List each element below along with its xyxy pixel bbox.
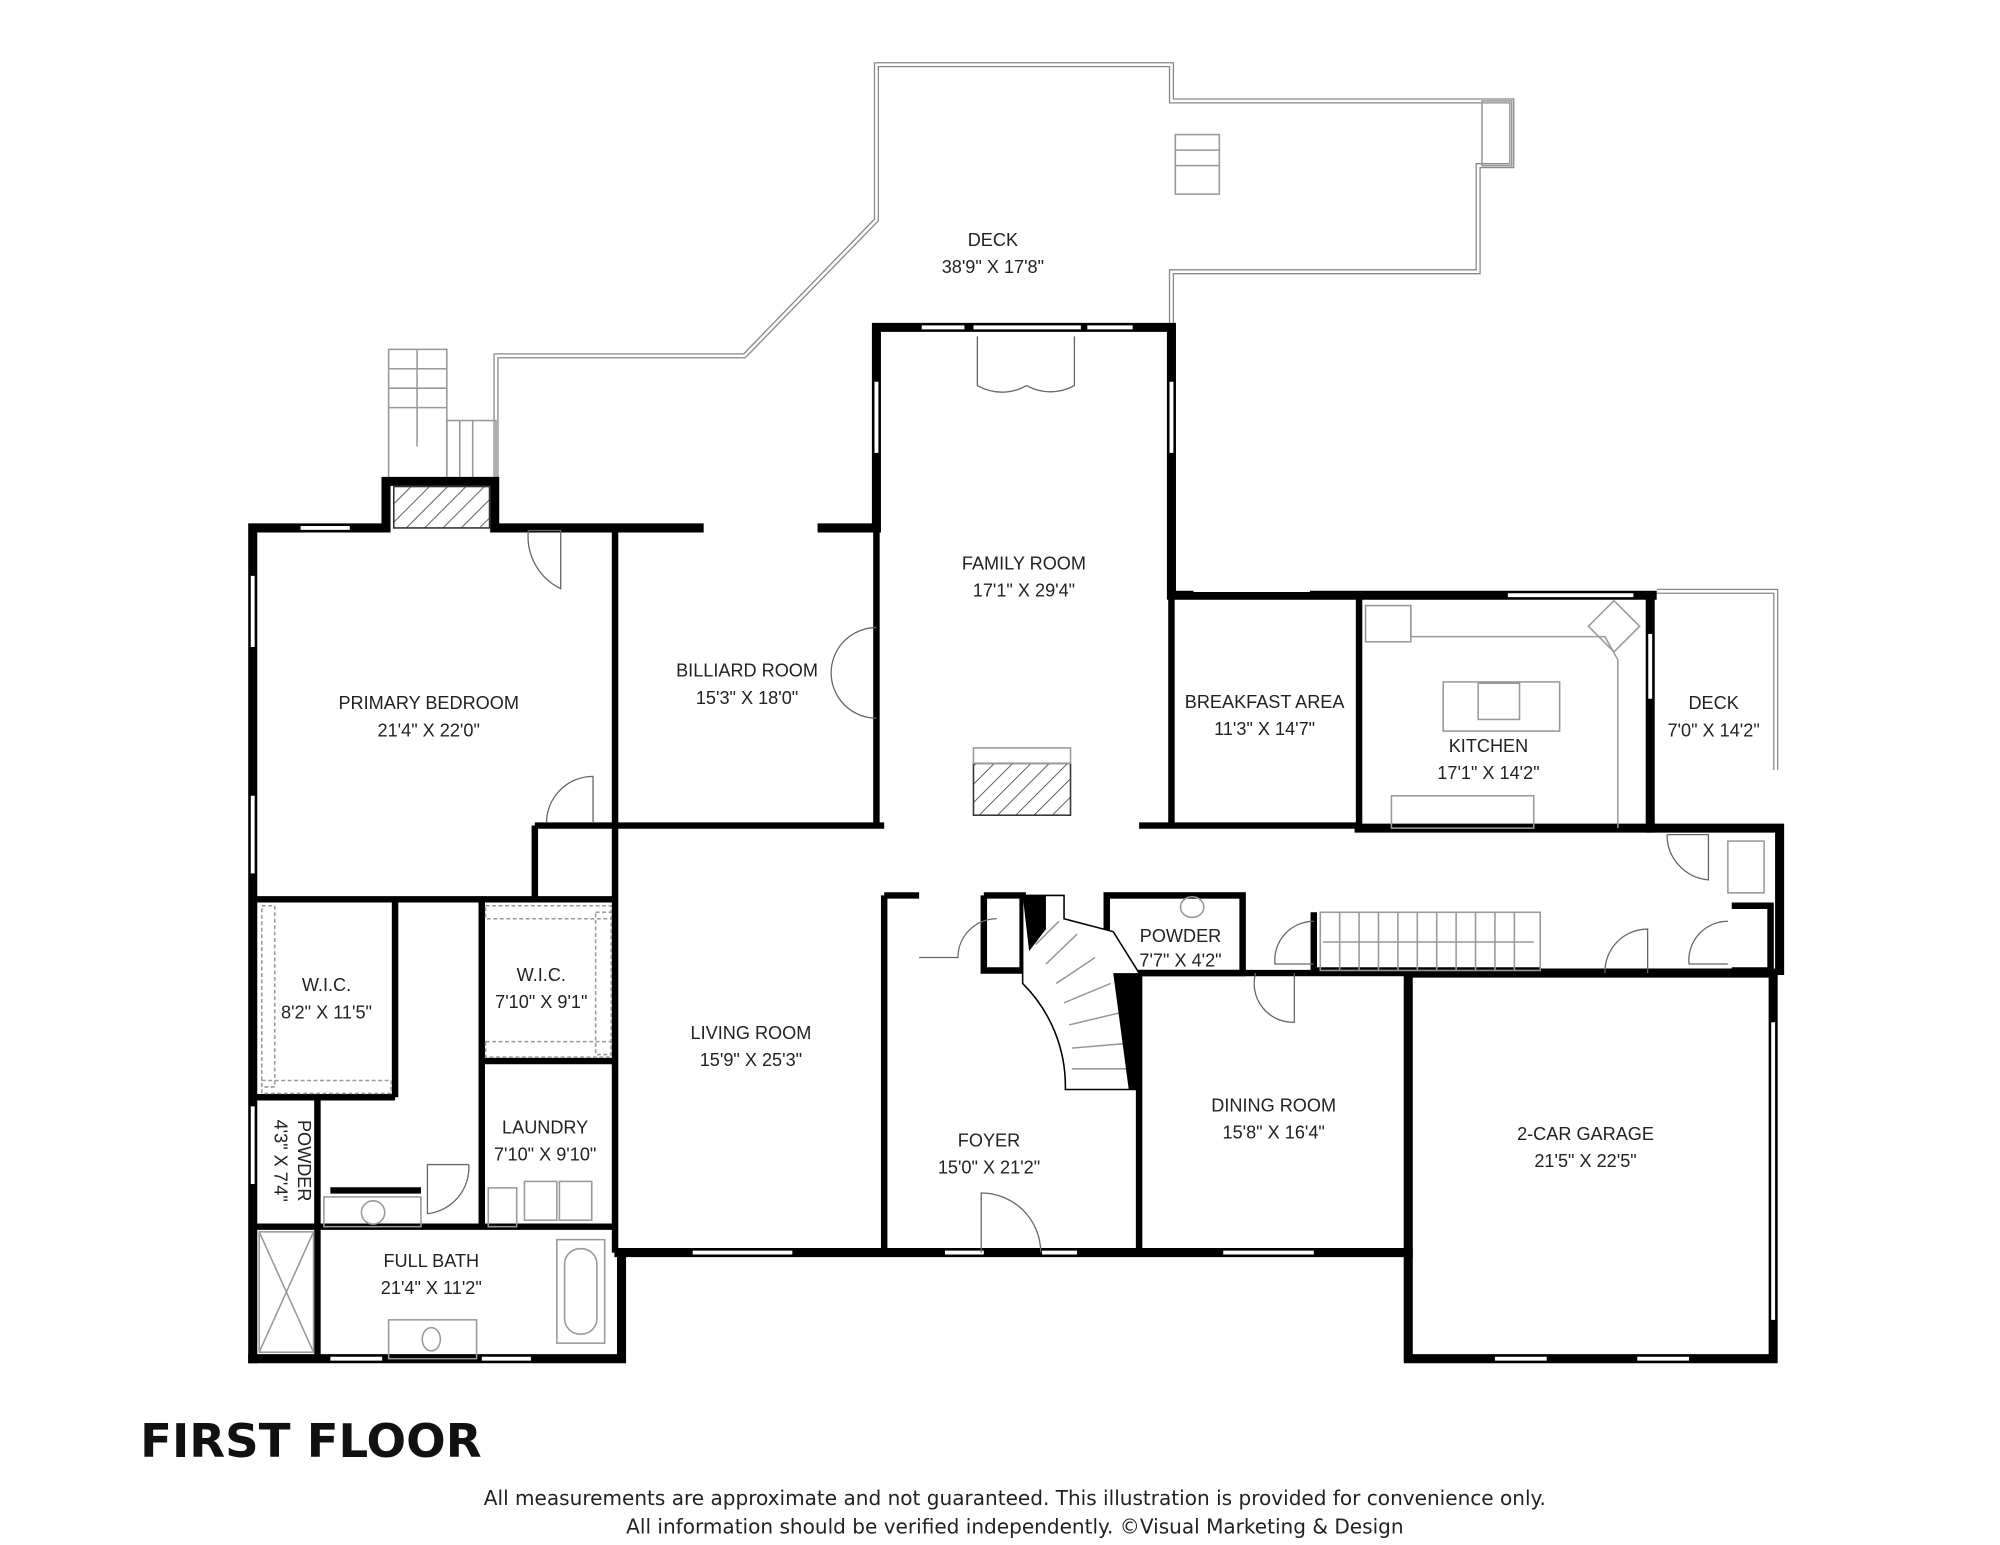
room-size: 7'0" X 14'2" <box>1667 720 1759 740</box>
room-name: BREAKFAST AREA <box>1185 692 1346 712</box>
disclaimer-line-1: All measurements are approximate and not… <box>484 1486 1546 1510</box>
room-label-dining-room: DINING ROOM 15'8" X 16'4" <box>1211 1096 1336 1143</box>
room-size: 17'1" X 14'2" <box>1437 763 1539 783</box>
windows <box>250 325 1776 1361</box>
curved-staircase <box>1021 894 1140 1091</box>
deck-stairs <box>387 100 1513 483</box>
room-size: 15'0" X 21'2" <box>938 1158 1040 1178</box>
room-name: W.I.C. <box>302 975 351 995</box>
room-name: 2-CAR GARAGE <box>1517 1124 1654 1144</box>
staircase <box>1319 911 1542 972</box>
hearth <box>972 747 1072 765</box>
room-name: POWDER <box>1140 926 1222 946</box>
room-label-wic-2: W.I.C. 7'10" X 9'1" <box>495 965 587 1012</box>
room-name: LIVING ROOM <box>691 1023 812 1043</box>
room-label-primary-bedroom: PRIMARY BEDROOM 21'4" X 22'0" <box>338 693 518 740</box>
room-size: 15'8" X 16'4" <box>1223 1123 1325 1143</box>
room-label-full-bath: FULL BATH 21'4" X 11'2" <box>381 1251 482 1298</box>
disclaimer-line-2: All information should be verified indep… <box>626 1514 1403 1538</box>
fireplace-bedroom <box>392 485 491 529</box>
room-label-powder-center: POWDER 7'7" X 4'2" <box>1139 926 1221 971</box>
room-size: 15'9" X 25'3" <box>700 1050 802 1070</box>
room-label-living-room: LIVING ROOM 15'9" X 25'3" <box>691 1023 812 1070</box>
room-name: FOYER <box>958 1130 1020 1150</box>
room-label-deck-main: DECK 38'9" X 17'8" <box>942 230 1044 277</box>
room-size: 17'1" X 29'4" <box>973 581 1075 601</box>
room-name: DECK <box>968 230 1018 250</box>
room-name: DECK <box>1688 693 1738 713</box>
room-label-foyer: FOYER 15'0" X 21'2" <box>938 1130 1040 1177</box>
room-size: 21'4" X 22'0" <box>378 720 480 740</box>
room-size: 7'10" X 9'10" <box>494 1145 596 1165</box>
room-size: 21'5" X 22'5" <box>1534 1151 1636 1171</box>
room-label-deck-side: DECK 7'0" X 14'2" <box>1667 693 1759 740</box>
doors <box>426 336 1728 1253</box>
floor-title: FIRST FLOOR <box>140 1414 481 1468</box>
room-label-powder-left: POWDER 4'3" X 7'4" <box>271 1120 314 1202</box>
room-label-breakfast-area: BREAKFAST AREA 11'3" X 14'7" <box>1185 692 1346 739</box>
room-label-garage: 2-CAR GARAGE 21'5" X 22'5" <box>1517 1124 1654 1171</box>
room-name: POWDER <box>294 1120 314 1202</box>
room-name: BILLIARD ROOM <box>676 661 818 681</box>
kitchen-fixtures <box>1364 599 1641 829</box>
room-name: FAMILY ROOM <box>962 553 1086 573</box>
fireplace-family <box>972 762 1072 816</box>
room-label-laundry: LAUNDRY 7'10" X 9'10" <box>494 1118 596 1165</box>
room-size: 11'3" X 14'7" <box>1214 719 1315 739</box>
deck-outline <box>493 62 1779 770</box>
room-name: KITCHEN <box>1449 736 1529 756</box>
room-name: LAUNDRY <box>502 1118 588 1138</box>
room-size: 8'2" X 11'5" <box>281 1002 372 1022</box>
room-name: DINING ROOM <box>1211 1096 1336 1116</box>
room-size: 4'3" X 7'4" <box>271 1120 291 1202</box>
room-label-family-room: FAMILY ROOM 17'1" X 29'4" <box>962 553 1086 600</box>
room-name: W.I.C. <box>517 965 566 985</box>
room-label-wic-1: W.I.C. 8'2" X 11'5" <box>281 975 372 1022</box>
room-name: FULL BATH <box>383 1251 479 1271</box>
room-label-billiard-room: BILLIARD ROOM 15'3" X 18'0" <box>676 661 818 708</box>
room-size: 15'3" X 18'0" <box>696 688 798 708</box>
room-size: 7'7" X 4'2" <box>1139 951 1221 971</box>
room-name: PRIMARY BEDROOM <box>338 693 518 713</box>
room-size: 21'4" X 11'2" <box>381 1278 482 1298</box>
room-size: 38'9" X 17'8" <box>942 257 1044 277</box>
room-label-kitchen: KITCHEN 17'1" X 14'2" <box>1437 736 1539 783</box>
room-size: 7'10" X 9'1" <box>495 992 587 1012</box>
bath-fixtures <box>258 840 1765 1360</box>
